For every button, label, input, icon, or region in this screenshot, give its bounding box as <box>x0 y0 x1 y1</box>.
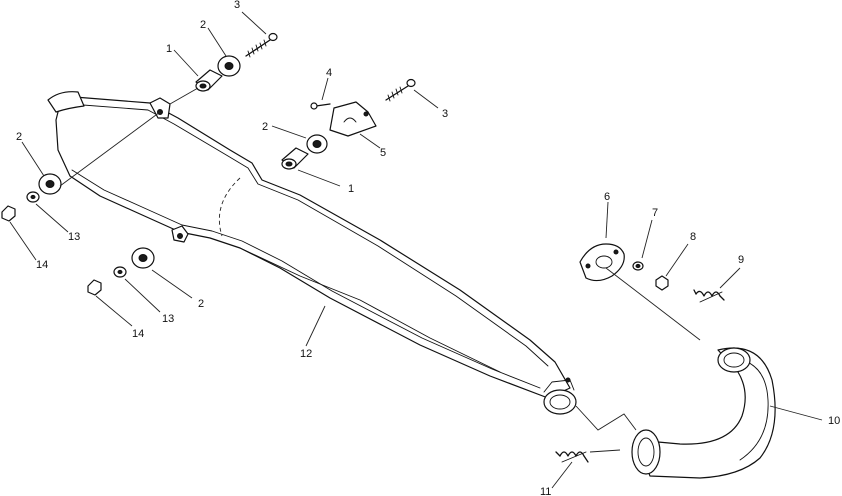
callout-2-mid: 2 <box>262 121 268 133</box>
callout-1-lower: 1 <box>348 183 354 195</box>
nut-8 <box>655 275 669 291</box>
grommet-lower <box>281 147 309 170</box>
callout-7: 7 <box>652 207 658 219</box>
callout-2-lower: 2 <box>198 298 204 310</box>
bolt-upper <box>245 32 278 58</box>
muffler-body <box>47 91 577 415</box>
callout-leaders <box>9 11 823 489</box>
spring-11 <box>555 451 589 463</box>
callout-8: 8 <box>690 231 696 243</box>
spring-9 <box>693 289 725 303</box>
screw-4 <box>310 102 331 110</box>
bracket-5 <box>329 101 377 137</box>
lockwasher-13-lower <box>113 266 127 278</box>
flange-6 <box>579 243 625 282</box>
nut-14-left <box>1 205 16 222</box>
callout-14-left: 14 <box>36 259 48 271</box>
washer-2-left <box>38 173 62 195</box>
washer-2-mid <box>306 134 328 154</box>
callout-14-lower: 14 <box>132 328 144 340</box>
callout-2-left: 2 <box>16 131 22 143</box>
alignment-lines <box>59 87 701 453</box>
callout-3-upper: 3 <box>234 0 240 11</box>
callout-2-top: 2 <box>200 19 206 31</box>
callout-13-lower: 13 <box>162 313 174 325</box>
callout-1-upper: 1 <box>166 43 172 55</box>
washer-7 <box>632 261 644 271</box>
callout-11: 11 <box>540 486 551 496</box>
grommet-upper <box>195 69 223 92</box>
lockwasher-13-left <box>26 191 40 203</box>
callout-3-right: 3 <box>442 108 448 120</box>
callout-10: 10 <box>828 415 840 427</box>
washer-2-top <box>217 55 241 77</box>
callout-4: 4 <box>326 67 332 79</box>
callout-9: 9 <box>738 254 744 266</box>
callout-5: 5 <box>380 147 386 159</box>
nut-14-lower <box>87 279 102 296</box>
callout-13-left: 13 <box>68 231 80 243</box>
bolt-right <box>385 78 416 102</box>
washer-2-lower <box>131 247 155 269</box>
callout-12: 12 <box>300 348 312 360</box>
callout-6: 6 <box>604 191 610 203</box>
exhaust-pipe-10 <box>631 347 776 479</box>
callout-labels: 1 1 2 2 2 2 3 3 4 5 6 7 8 9 10 11 12 13 … <box>16 0 840 496</box>
